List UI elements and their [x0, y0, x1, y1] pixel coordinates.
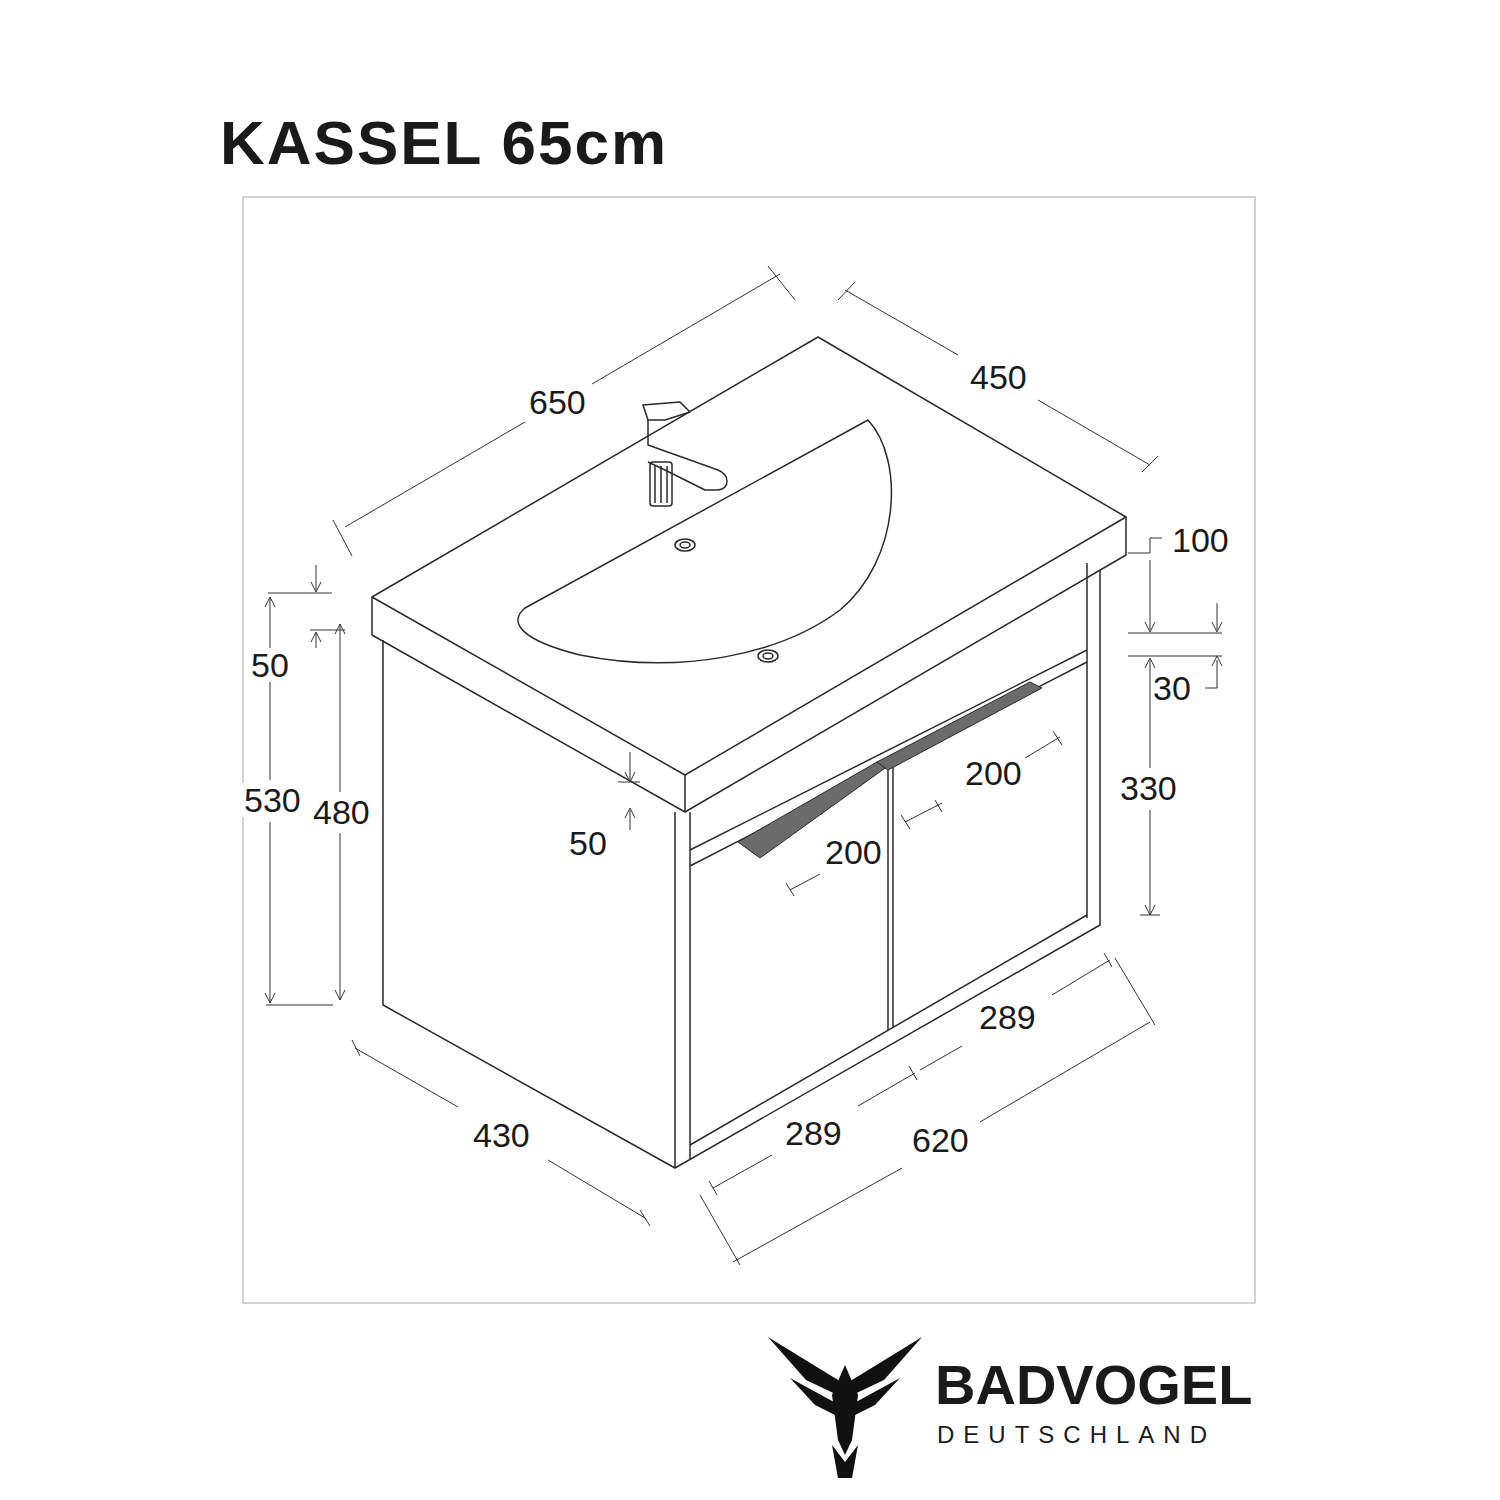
dimension-label: 289: [977, 1000, 1038, 1034]
dimension-label: 530: [242, 783, 303, 817]
dimension-label: 480: [311, 795, 372, 829]
dimension-label: 50: [249, 648, 291, 682]
dimension-label: 100: [1170, 523, 1231, 557]
dimension-label: 289: [783, 1116, 844, 1150]
dimension-label: 650: [527, 385, 588, 419]
dimension-label: 450: [968, 360, 1029, 394]
dimension-label: 330: [1118, 771, 1179, 805]
brand-subtitle: DEUTSCHLAND: [937, 1423, 1216, 1447]
dimension-label: 200: [963, 756, 1024, 790]
dimension-label: 50: [567, 826, 609, 860]
dimension-lines: [265, 266, 1222, 1265]
dimension-label: 200: [823, 835, 884, 869]
dimension-label: 430: [471, 1118, 532, 1152]
dimension-label: 30: [1151, 671, 1193, 705]
brand-name: BADVOGEL: [935, 1357, 1252, 1413]
door-handles: [738, 682, 1042, 858]
title: KASSEL 65cm: [220, 112, 668, 174]
logo-bird: [768, 1337, 922, 1478]
dimension-label: 620: [910, 1123, 971, 1157]
vanity: [372, 337, 1126, 1168]
frame: [243, 197, 1255, 1303]
